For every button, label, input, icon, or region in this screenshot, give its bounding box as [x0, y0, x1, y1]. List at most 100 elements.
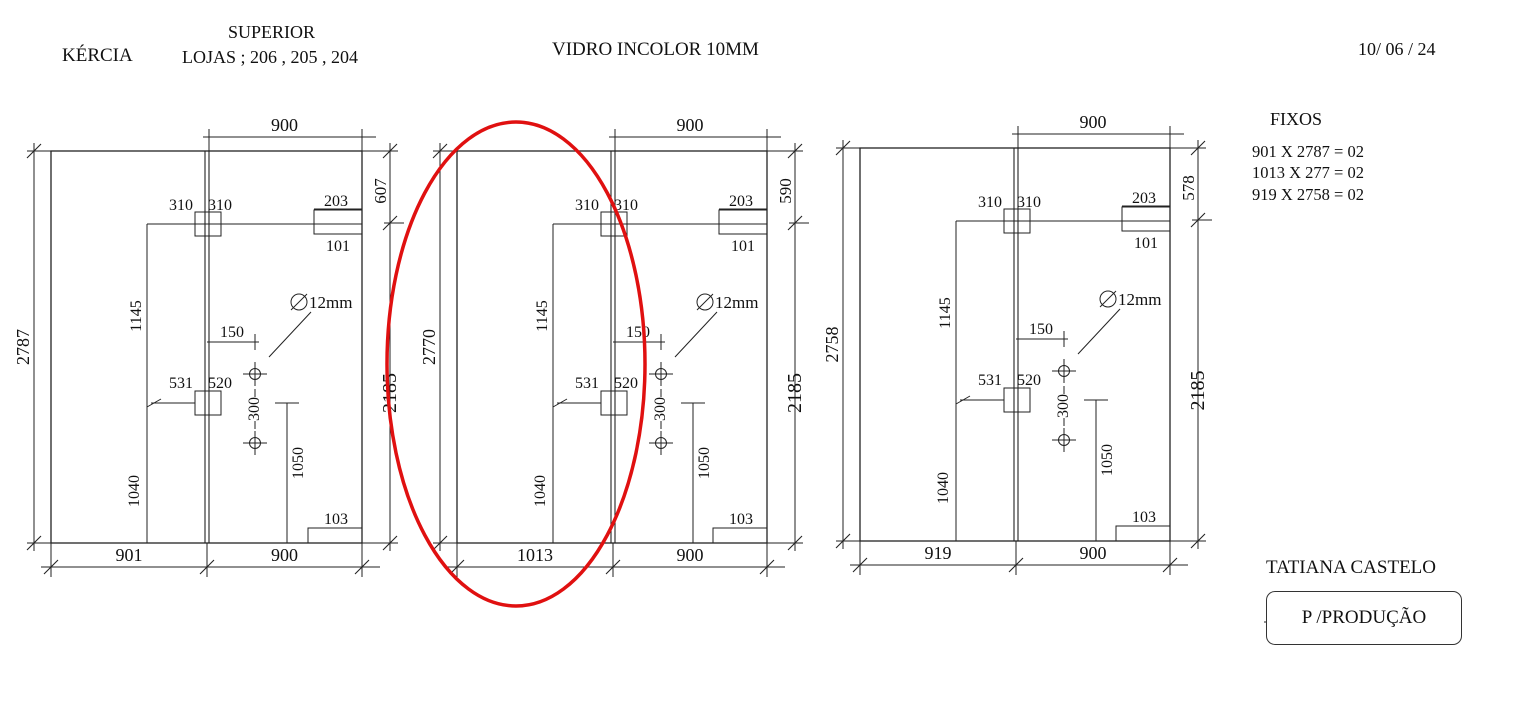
dim-tick: [605, 559, 621, 575]
door-width-label: 900: [1080, 543, 1107, 563]
dim-1040-label: 1040: [126, 475, 143, 507]
hinge-dim-label: 310: [575, 197, 599, 214]
dim-1050-label: 1050: [696, 447, 713, 479]
fixos-line: 1013 X 277 = 02: [1252, 163, 1364, 182]
top-width-label: 900: [677, 115, 704, 135]
hinge-dim-label: 310: [614, 197, 638, 214]
patch-top-label: 203: [729, 193, 753, 210]
hinge-dim-label: 310: [1017, 194, 1041, 211]
dim-tick: [449, 559, 465, 575]
fixos-line: 919 X 2758 = 02: [1252, 185, 1364, 204]
hinge-dim-label: 310: [978, 194, 1002, 211]
right-height-label: 2185: [1187, 371, 1209, 411]
dim-tick: [852, 557, 868, 573]
dim-tick: [1162, 557, 1178, 573]
diameter-icon-slash: [1099, 290, 1117, 308]
material-title: VIDRO INCOLOR 10MM: [552, 39, 759, 60]
top-patch-fitting: [1121, 206, 1171, 232]
top-width-label: 900: [1080, 112, 1107, 132]
total-height-label: 2787: [13, 329, 33, 365]
top-hinge-box: [600, 211, 628, 237]
diameter-icon: [1099, 290, 1117, 308]
hole-size-label: 12mm: [309, 293, 352, 312]
lock-dim-label: 520: [1017, 372, 1041, 389]
fixed-width-label: 919: [925, 543, 952, 563]
lock-box: [1003, 387, 1031, 413]
top-right-dim-label: 607: [371, 178, 390, 204]
lock-box: [600, 390, 628, 416]
dim-tick: [43, 559, 59, 575]
dim-tick: [759, 559, 775, 575]
hole-size-label: 12mm: [715, 293, 758, 312]
fixos-line: 901 X 2787 = 02: [1252, 142, 1364, 161]
hole-leader: [1077, 308, 1121, 355]
dim-300-label: 300: [652, 397, 669, 421]
hinge-dim-label: 310: [208, 197, 232, 214]
top-right-dim-label: 578: [1179, 175, 1198, 201]
lock-dim-label: 531: [575, 375, 599, 392]
door-width-label: 900: [677, 545, 704, 565]
hole-size-label: 12mm: [1118, 290, 1161, 309]
diameter-icon: [696, 293, 714, 311]
top-patch-fitting: [718, 209, 768, 235]
stores-list: LOJAS ; 206 , 205 , 204: [182, 47, 359, 67]
production-label: P /PRODUÇÃO: [1301, 607, 1427, 628]
total-height-label: 2770: [419, 329, 439, 365]
dim-1145-label: 1145: [937, 297, 954, 328]
hole-leader: [268, 311, 312, 358]
dim-300-label: 300: [246, 397, 263, 421]
hole-diameter-callout: [290, 293, 308, 311]
dim-150-label: 150: [626, 324, 650, 341]
door-width-label: 900: [271, 545, 298, 565]
floor-dim-label: 103: [324, 511, 348, 528]
hole-diameter-callout: [696, 293, 714, 311]
dim-1145-label: 1145: [534, 300, 551, 331]
diameter-icon: [290, 293, 308, 311]
lock-dim-label: 520: [208, 375, 232, 392]
highlight-ellipse: [385, 120, 647, 608]
right-height-label: 2185: [784, 373, 806, 413]
fixos-title: FIXOS: [1270, 109, 1323, 129]
dim-1040-label: 1040: [935, 472, 952, 504]
dim-tick: [1008, 557, 1024, 573]
fixed-width-label: 1013: [517, 545, 553, 565]
dim-tick: [199, 559, 215, 575]
diameter-icon-slash: [290, 293, 308, 311]
top-hinge-box: [1003, 208, 1031, 234]
patch-bottom-label: 101: [326, 238, 350, 255]
right-height-label: 2185: [379, 373, 401, 413]
dim-150-label: 150: [220, 324, 244, 341]
hole-leader: [674, 311, 718, 358]
lock-box: [194, 390, 222, 416]
panel-outline: [456, 150, 768, 544]
lock-dim-label: 531: [169, 375, 193, 392]
dim-150-label: 150: [1029, 321, 1053, 338]
hole-diameter-callout: [1099, 290, 1117, 308]
top-hinge-box: [194, 211, 222, 237]
drawing-date: 10/ 06 / 24: [1358, 39, 1436, 59]
lock-dim-label: 531: [978, 372, 1002, 389]
floor-fitting: [712, 527, 767, 543]
top-width-label: 900: [271, 115, 298, 135]
patch-top-label: 203: [324, 193, 348, 210]
floor-fitting: [1115, 525, 1170, 541]
dim-1040-label: 1040: [532, 475, 549, 507]
patch-bottom-label: 101: [731, 238, 755, 255]
dim-1050-label: 1050: [1099, 444, 1116, 476]
patch-bottom-label: 101: [1134, 235, 1158, 252]
hinge-dim-label: 310: [169, 197, 193, 214]
patch-top-label: 203: [1132, 190, 1156, 207]
floor-dim-label: 103: [1132, 509, 1156, 526]
dim-tick: [354, 559, 370, 575]
floor-dim-label: 103: [729, 511, 753, 528]
total-height-label: 2758: [822, 327, 842, 363]
diameter-icon-slash: [696, 293, 714, 311]
top-right-dim-label: 590: [776, 178, 795, 204]
production-stamp: P /PRODUÇÃO: [1266, 591, 1462, 645]
dim-1050-label: 1050: [290, 447, 307, 479]
dim-1145-label: 1145: [128, 300, 145, 331]
fixed-width-label: 901: [116, 545, 143, 565]
floor-fitting: [307, 527, 362, 543]
author-name: TATIANA CASTELO: [1266, 557, 1436, 578]
